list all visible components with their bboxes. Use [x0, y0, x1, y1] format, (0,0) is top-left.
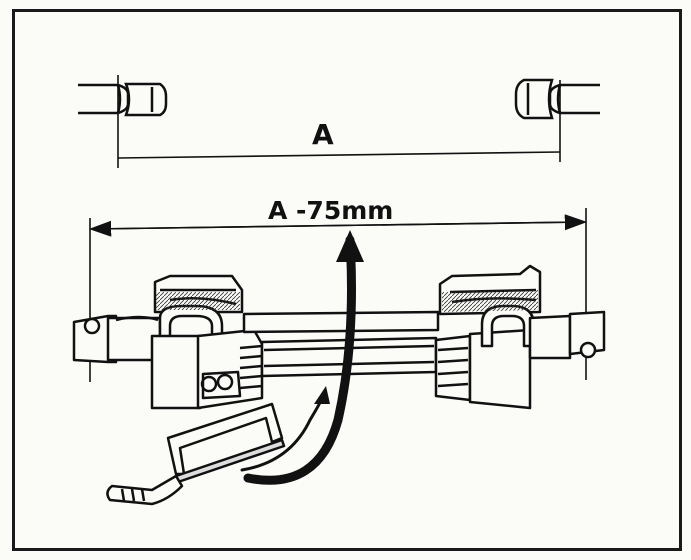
dimension-a-label: A	[312, 118, 334, 151]
left-shaft-stub	[78, 82, 168, 117]
diagram-frame	[12, 9, 682, 551]
dimension-a-line	[117, 75, 561, 168]
shaft-shading	[156, 290, 538, 312]
curved-arrow-inner	[240, 386, 330, 472]
curved-arrow-outer	[243, 230, 364, 485]
right-shaft-stub	[514, 78, 600, 120]
hacksaw-icon	[106, 402, 286, 506]
dimension-a-75-label: A -75mm	[268, 196, 394, 225]
pto-drive-shaft	[72, 264, 606, 410]
